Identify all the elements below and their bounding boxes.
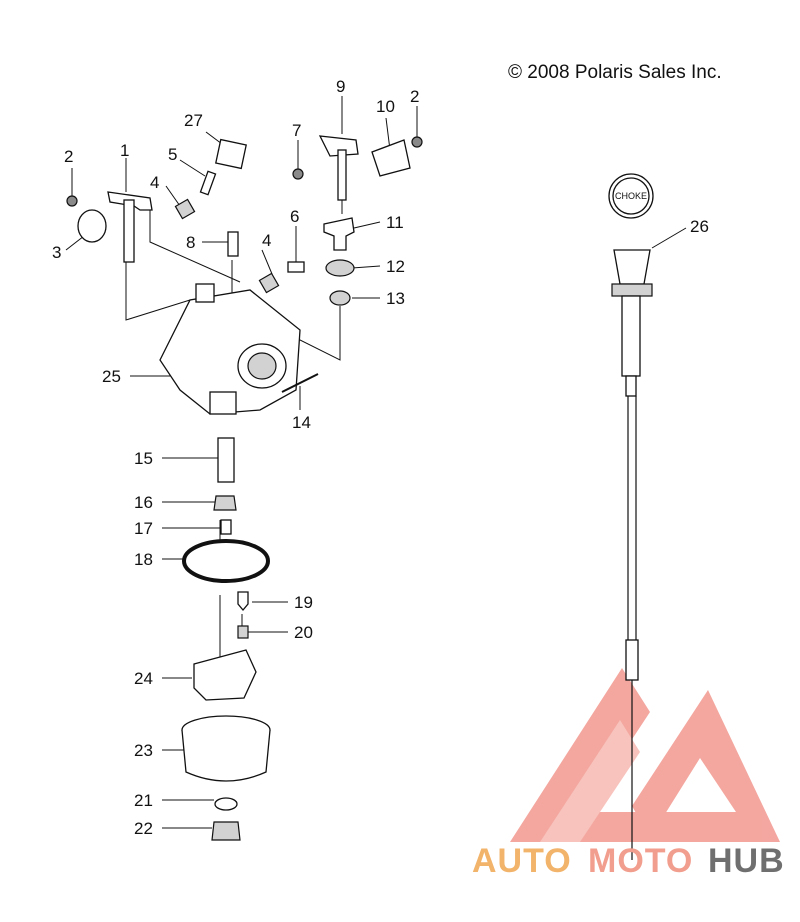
main-jet — [213, 495, 237, 511]
choke-lever — [323, 217, 355, 251]
callout-26: 26 — [690, 217, 709, 236]
needle-jet — [217, 437, 235, 483]
limiter-cap — [215, 138, 247, 170]
callout-11: 11 — [386, 213, 404, 232]
callout-14: 14 — [292, 413, 311, 432]
callout-19: 19 — [294, 593, 313, 612]
callout-15: 15 — [134, 449, 153, 468]
screw-6 — [287, 261, 305, 273]
float-valve — [237, 591, 249, 612]
callout-18: 18 — [134, 550, 153, 569]
callout-20: 20 — [294, 623, 313, 642]
callout-2: 2 — [64, 147, 73, 166]
spring-upper — [174, 198, 196, 220]
callout-5: 5 — [168, 145, 177, 164]
carburetor-body — [159, 283, 301, 415]
callout-23: 23 — [134, 741, 153, 760]
throttle-shaft — [107, 191, 153, 263]
float-spring — [237, 625, 249, 639]
callout-12: 12 — [386, 257, 405, 276]
callout-21: 21 — [134, 791, 153, 810]
callout-13: 13 — [386, 289, 405, 308]
screw-7 — [292, 168, 304, 180]
callout-25: 25 — [102, 367, 121, 386]
jet-holder — [220, 519, 232, 535]
callout-16: 16 — [134, 493, 153, 512]
callout-2b: 2 — [410, 87, 419, 106]
copyright-notice: © 2008 Polaris Sales Inc. — [508, 62, 722, 83]
callout-24: 24 — [134, 669, 153, 688]
watermark-part2: MOTO — [588, 842, 693, 880]
callout-8: 8 — [186, 233, 195, 252]
callout-4: 4 — [150, 173, 159, 192]
pilot-screw — [199, 170, 217, 196]
choke-knob-label: CHOKE — [615, 191, 647, 201]
choke-shaft — [318, 135, 359, 201]
callout-10: 10 — [376, 97, 395, 116]
choke-plate — [371, 139, 411, 177]
callout-27: 27 — [184, 111, 203, 130]
callout-22: 22 — [134, 819, 153, 838]
watermark-text: AUTO MOTO HUB — [472, 842, 785, 880]
spring-lower — [258, 272, 280, 294]
drain-washer — [214, 797, 238, 811]
callout-labels: 1 2 3 4 5 27 8 4 6 9 7 10 2 11 12 13 25 … — [52, 77, 709, 838]
screw-left — [66, 195, 78, 207]
callout-4b: 4 — [262, 231, 271, 250]
callout-1: 1 — [120, 141, 129, 160]
drain-plug — [211, 821, 241, 841]
choke-cable: CHOKE — [608, 173, 654, 860]
watermark-logo — [510, 668, 780, 842]
callout-17: 17 — [134, 519, 153, 538]
slow-jet — [227, 231, 239, 257]
leader-lines — [65, 96, 687, 829]
float-bowl — [181, 715, 271, 782]
callout-3: 3 — [52, 243, 61, 262]
float-bowl-gasket — [182, 539, 270, 583]
watermark-part1: AUTO — [472, 842, 572, 880]
callout-9: 9 — [336, 77, 345, 96]
callout-7: 7 — [292, 121, 301, 140]
float-pin — [281, 373, 319, 393]
float — [193, 649, 257, 701]
return-spring — [325, 259, 355, 277]
screw-right — [411, 136, 423, 148]
watermark-part3: HUB — [708, 842, 785, 880]
callout-6: 6 — [290, 207, 299, 226]
throttle-plate — [77, 209, 107, 243]
collar — [329, 290, 351, 306]
